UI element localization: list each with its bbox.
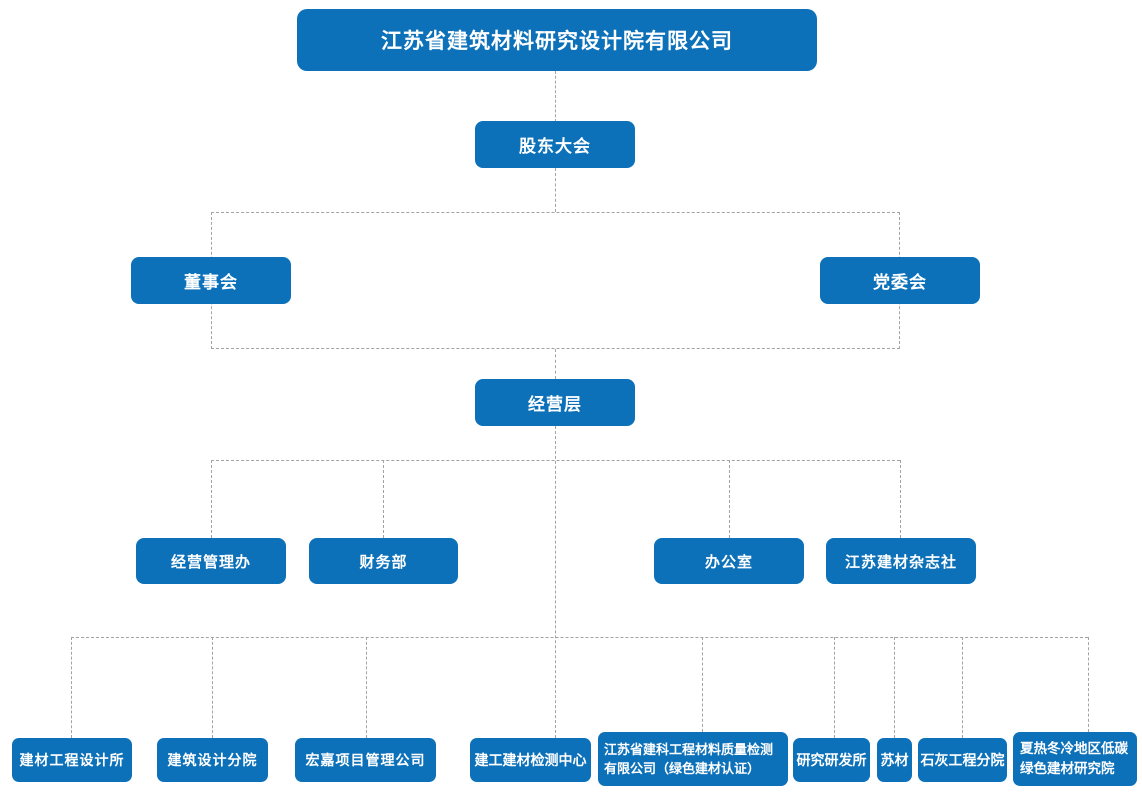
node-sub-hongjia-project-management: 宏嘉项目管理公司 xyxy=(295,738,436,782)
node-sub-building-materials-engineering-design: 建材工程设计所 xyxy=(12,738,132,782)
node-board-of-directors: 董事会 xyxy=(131,257,291,304)
connector-drop-general-office xyxy=(729,460,730,538)
connector-drop-magazine xyxy=(900,460,901,538)
connector-subsidiaries-bus xyxy=(71,637,1088,638)
connector-drop-finance xyxy=(383,460,384,538)
node-company-root: 江苏省建筑材料研究设计院有限公司 xyxy=(297,9,817,71)
node-sub-construction-materials-testing-center: 建工建材检测中心 xyxy=(470,738,591,782)
node-dept-operations-office: 经营管理办 xyxy=(136,538,286,584)
connector-drop-operations-office xyxy=(211,460,212,538)
node-sub-architectural-design-branch: 建筑设计分院 xyxy=(157,738,268,782)
node-management-level: 经营层 xyxy=(475,379,635,426)
node-sub-sucai: 苏材 xyxy=(877,738,912,782)
connector-drop-research-institute xyxy=(834,637,835,738)
node-sub-low-carbon-research-institute: 夏热冬冷地区低碳 绿色建材研究院 xyxy=(1013,732,1137,786)
node-sub-lime-engineering-branch: 石灰工程分院 xyxy=(918,738,1007,782)
node-sub-research-institute: 研究研发所 xyxy=(793,738,870,782)
connector-drop-lime-branch xyxy=(962,637,963,738)
connector-management-trunk xyxy=(555,426,556,738)
connector-drop-low-carbon xyxy=(1088,637,1089,732)
connector-departments-bus xyxy=(211,460,900,461)
connector-drop-jianke-testing xyxy=(702,637,703,732)
node-dept-general-office: 办公室 xyxy=(654,538,804,584)
connector-drop-architectural-branch xyxy=(212,637,213,738)
connector-governance-frame xyxy=(211,212,900,349)
connector-drop-materials-design xyxy=(71,637,72,738)
node-sub-jianke-quality-testing: 江苏省建科工程材料质量检测 有限公司（绿色建材认证） xyxy=(598,732,788,786)
node-dept-finance: 财务部 xyxy=(309,538,458,584)
connector-shareholders-to-frame xyxy=(555,168,556,212)
connector-drop-hongjia xyxy=(366,637,367,738)
connector-drop-sucai xyxy=(894,637,895,738)
node-shareholders-meeting: 股东大会 xyxy=(475,121,635,168)
connector-root-to-shareholders xyxy=(555,71,556,122)
node-party-committee: 党委会 xyxy=(820,257,980,304)
node-dept-jiangsu-building-materials-magazine: 江苏建材杂志社 xyxy=(826,538,976,584)
connector-frame-to-management xyxy=(555,349,556,379)
